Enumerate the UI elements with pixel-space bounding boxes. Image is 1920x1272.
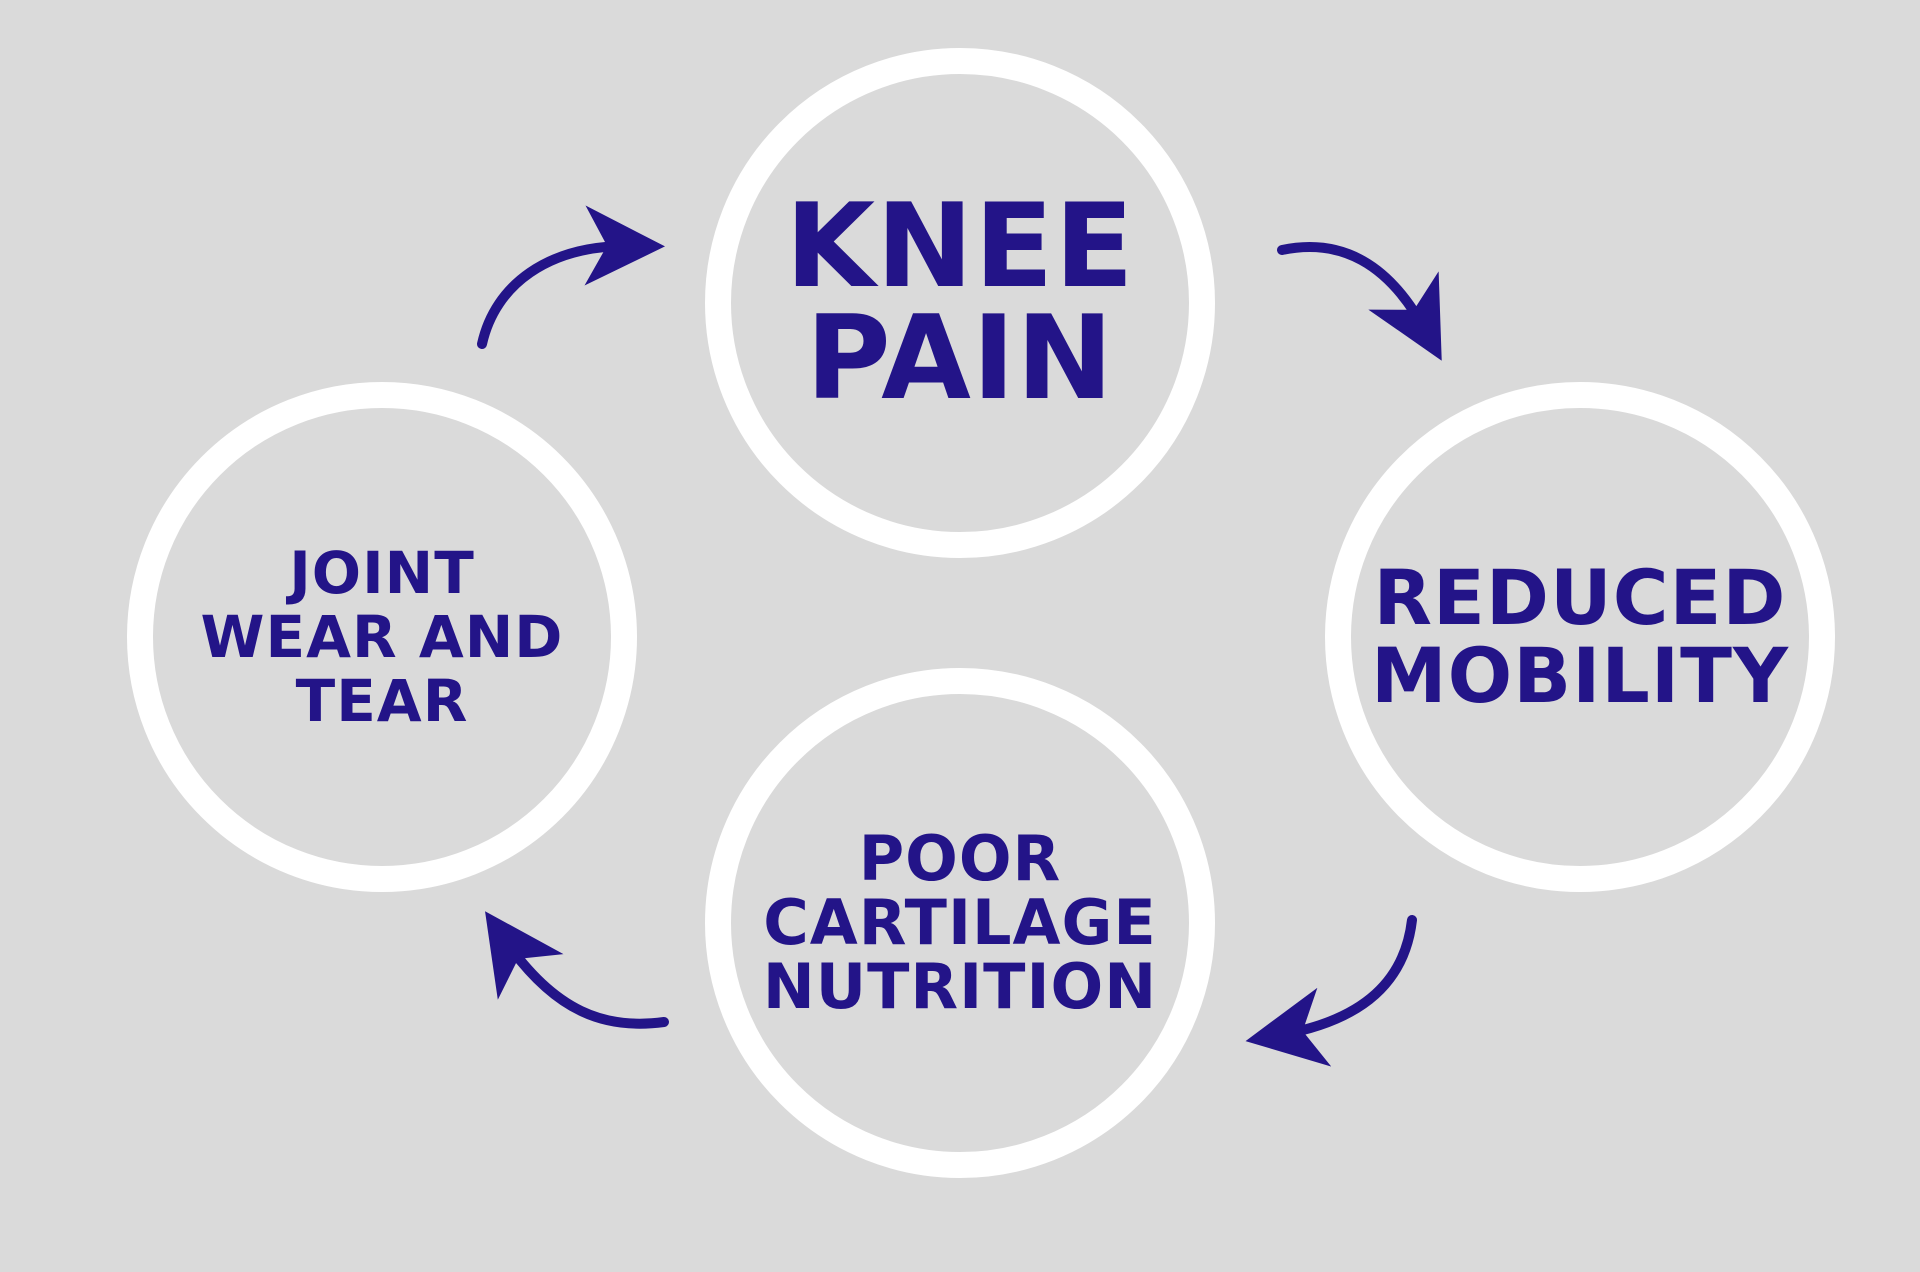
node-label-line: CARTILAGE xyxy=(763,886,1157,959)
node-label-line: MOBILITY xyxy=(1370,631,1790,720)
curved-arrow-icon xyxy=(477,205,665,349)
node-label-line: JOINT xyxy=(289,539,475,607)
node-joint-wear-and-tear: JOINT WEAR AND TEAR xyxy=(127,382,637,892)
curved-arrow-icon xyxy=(1245,915,1417,1067)
node-label-line: TEAR xyxy=(295,667,469,735)
node-label-line: NUTRITION xyxy=(762,950,1158,1023)
node-label-line: POOR xyxy=(858,822,1062,895)
node-knee-pain: KNEE PAIN xyxy=(705,48,1215,558)
node-label-line: PAIN xyxy=(805,291,1115,426)
curved-arrow-icon xyxy=(485,911,669,1029)
node-poor-cartilage-nutrition: POOR CARTILAGE NUTRITION xyxy=(705,668,1215,1178)
node-reduced-mobility: REDUCED MOBILITY xyxy=(1325,382,1835,892)
node-label-line: KNEE xyxy=(785,179,1135,314)
node-label-line: REDUCED xyxy=(1373,553,1787,642)
node-label-line: WEAR AND xyxy=(200,603,564,671)
curved-arrow-icon xyxy=(1277,242,1442,361)
